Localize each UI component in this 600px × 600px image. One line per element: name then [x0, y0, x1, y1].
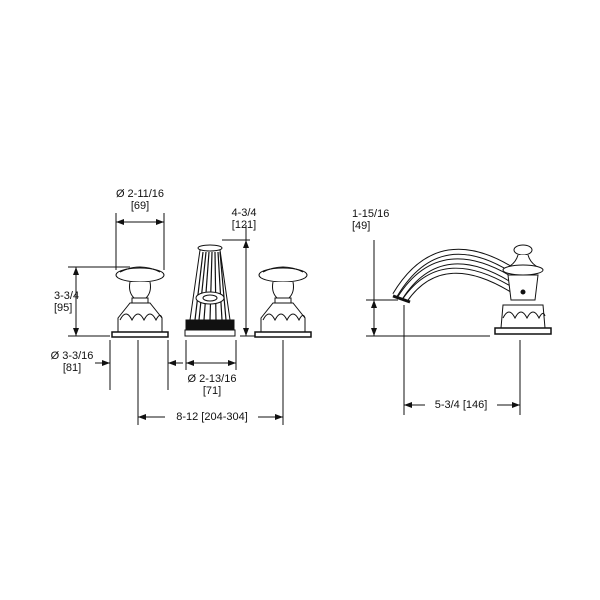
base-diameter-metric: [81]: [62, 362, 82, 374]
spread-label: 8-12 [204-304]: [176, 411, 248, 423]
dim-handle-diameter: [115, 213, 165, 270]
left-handle: [111, 266, 169, 338]
handle-height-label: 3-3/4 [95]: [54, 290, 88, 314]
spout-base-metric: [71]: [202, 385, 222, 397]
dim-handle-height: [68, 266, 130, 337]
handle-height-metric: [95]: [54, 302, 73, 314]
dim-reach: [403, 305, 521, 415]
outlet-height-label: 1-15/16 [49]: [352, 208, 396, 232]
handle-diameter-metric: [69]: [130, 200, 150, 212]
spout-height-metric: [121]: [231, 219, 257, 231]
handle-diameter-imperial: Ø 2-11/16: [115, 188, 165, 200]
dim-base-diameter: [95, 340, 183, 425]
spout-base-imperial: Ø 2-13/16: [187, 373, 237, 385]
dim-spout-height: [222, 225, 255, 337]
right-handle: [254, 266, 312, 338]
center-spout: [184, 244, 236, 337]
dim-spout-base: [185, 340, 237, 370]
handle-height-imperial: 3-3/4: [54, 290, 80, 302]
spout-base-diameter-label: Ø 2-13/16 [71]: [180, 373, 244, 397]
spout-height-label: 4-3/4 [121]: [224, 207, 264, 231]
base-diameter-label: Ø 3-3/16 [81]: [44, 350, 100, 374]
spout-height-imperial: 4-3/4: [231, 207, 257, 219]
side-view-handle: [494, 244, 552, 335]
dim-outlet-height: [366, 240, 490, 337]
base-diameter-imperial: Ø 3-3/16: [50, 350, 94, 362]
side-view-spout: [392, 248, 522, 304]
dim-spread: [138, 340, 284, 425]
handle-diameter-label: Ø 2-11/16 [69]: [108, 188, 172, 212]
outlet-height-metric: [49]: [352, 220, 371, 232]
reach-label: 5-3/4 [146]: [434, 399, 488, 411]
outlet-height-imperial: 1-15/16: [352, 208, 390, 220]
